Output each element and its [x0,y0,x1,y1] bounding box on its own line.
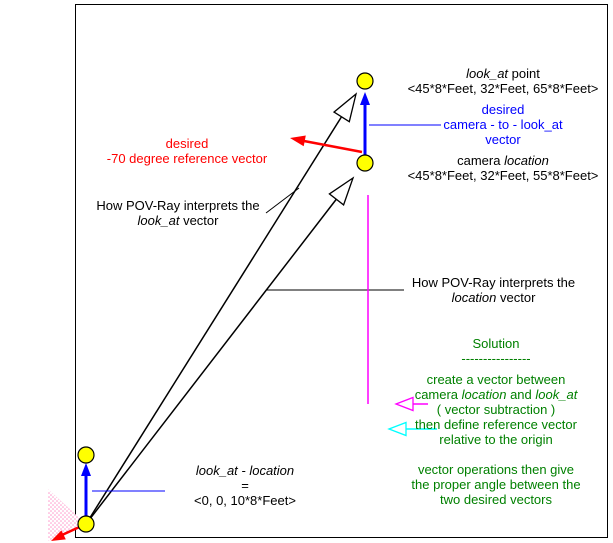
reference-vector-label-line1: desired [165,136,209,151]
look-at-point-marker [356,72,374,90]
reference-vector-label-line2: -70 degree reference vector [106,151,268,166]
desired-vector-label-line2: camera - to - look_at [443,117,563,132]
solution-p2-line2: the proper angle between the [411,477,581,492]
desired-vector-label-line3: vector [485,132,521,147]
camera-to-look-at-arrow [360,92,370,156]
difference-expression: look_at - location [195,463,295,478]
location-interpretation-line2: location vector [401,290,586,305]
camera-location-marker [356,154,374,172]
difference-label: look_at - location = <0, 0, 10*8*Feet> [170,463,320,508]
look-at-callout-line [265,187,300,214]
origin-marker [77,515,95,533]
origin-vector-tip-marker [77,446,95,464]
camera-location-label-italic: location [504,153,549,168]
origin-vector-arrow [81,463,91,518]
difference-equals: = [241,478,249,493]
difference-result: <0, 0, 10*8*Feet> [194,493,296,508]
solution-p1-line4: then define reference vector [415,417,577,432]
location-interpretation-line1: How POV-Ray interprets the [411,275,576,290]
solution-p1-line2: camera location and look_at [395,387,597,402]
look-at-interpretation-line2-italic: look_at [137,213,180,228]
solution-p1-line5: relative to the origin [439,432,553,447]
desired-vector-label-line1: desired [481,102,525,117]
look-at-interpretation-label: How POV-Ray interprets the look_at vecto… [88,198,268,228]
solution-p1-line2-pre: camera [414,387,462,402]
look-at-interpretation-line2-rest: vector [179,213,219,228]
look-at-point-coords: <45*8*Feet, 32*Feet, 65*8*Feet> [407,81,599,96]
look-at-interpretation-line2: look_at vector [88,213,268,228]
reference-vector-label: desired -70 degree reference vector [97,136,277,166]
location-interpretation-label: How POV-Ray interprets the location vect… [401,275,586,305]
look-at-interpreted-arrow [85,92,358,525]
reference-vector-arrow [290,135,363,154]
look-at-point-label-rest: point [508,66,540,81]
magenta-pointer-arrow [394,396,428,412]
look-at-point-label: look_at point [400,66,606,81]
camera-location-label-pre: camera [457,153,505,168]
camera-location-coords: <45*8*Feet, 32*Feet, 55*8*Feet> [407,168,599,183]
camera-location-label: camera location [400,153,606,168]
solution-p1-line1: create a vector between [426,372,566,387]
location-interpretation-line2-rest: vector [496,290,536,305]
look-at-point-label-italic: look_at [466,66,509,81]
location-interpreted-arrow [85,176,355,525]
solution-divider: ---------------- [461,351,531,366]
solution-p1-line2-it1: location [461,387,507,402]
solution-p2-line3: two desired vectors [440,492,552,507]
solution-p1-line2-mid: and [506,387,536,402]
solution-title: Solution [472,336,520,351]
solution-p1-line2-it2: look_at [535,387,578,402]
diagram-border [75,4,608,538]
location-interpretation-line2-italic: location [451,290,497,305]
solution-p1-line3: ( vector subtraction ) [436,402,556,417]
look-at-interpretation-line1: How POV-Ray interprets the [96,198,260,213]
solution-block: Solution ---------------- create a vecto… [395,336,597,507]
cyan-pointer-arrow [387,421,437,437]
solution-p2-line1: vector operations then give [417,462,575,477]
look-at-annotation-block: look_at point <45*8*Feet, 32*Feet, 65*8*… [400,66,606,183]
